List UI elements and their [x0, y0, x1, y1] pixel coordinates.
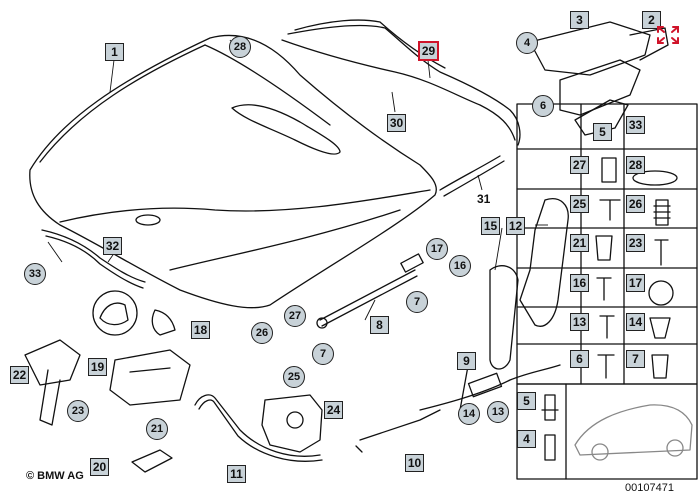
- copyright-text: © BMW AG: [26, 470, 84, 482]
- callout-22[interactable]: 22: [10, 366, 29, 384]
- callout-25[interactable]: 25: [283, 366, 305, 388]
- callout-11[interactable]: 11: [227, 465, 246, 483]
- callout-13[interactable]: 13: [487, 401, 509, 423]
- callout-27[interactable]: 27: [284, 305, 306, 327]
- callout-18[interactable]: 18: [191, 321, 210, 339]
- grid-label-26[interactable]: 26: [626, 195, 645, 213]
- callout-20[interactable]: 20: [90, 458, 109, 476]
- callout-16[interactable]: 16: [449, 255, 471, 277]
- callout-15[interactable]: 15: [481, 217, 500, 235]
- callout-28[interactable]: 28: [229, 36, 251, 58]
- callout-7-upper[interactable]: 7: [406, 291, 428, 313]
- grid-label-23[interactable]: 23: [626, 234, 645, 252]
- callout-33-grid[interactable]: 33: [626, 116, 645, 134]
- callout-14[interactable]: 14: [458, 403, 480, 425]
- callout-33[interactable]: 33: [24, 263, 46, 285]
- grid-label-21[interactable]: 21: [570, 234, 589, 252]
- image-code: 00107471: [625, 482, 674, 494]
- callout-6[interactable]: 6: [532, 95, 554, 117]
- grid-label-28[interactable]: 28: [626, 156, 645, 174]
- grid-label-7[interactable]: 7: [626, 350, 645, 368]
- grid-label-13[interactable]: 13: [570, 313, 589, 331]
- callout-4[interactable]: 4: [516, 32, 538, 54]
- callout-32[interactable]: 32: [103, 237, 122, 255]
- hood-shape: [29, 34, 437, 309]
- callout-29-selected[interactable]: 29: [418, 41, 439, 61]
- grid-label-5[interactable]: 5: [517, 392, 536, 410]
- callout-7-lower[interactable]: 7: [312, 343, 334, 365]
- callout-19[interactable]: 19: [88, 358, 107, 376]
- callout-8[interactable]: 8: [370, 316, 389, 334]
- callout-23[interactable]: 23: [67, 400, 89, 422]
- grid-label-16[interactable]: 16: [570, 274, 589, 292]
- callout-2[interactable]: 2: [642, 11, 661, 29]
- callout-5[interactable]: 5: [593, 123, 612, 141]
- callout-3[interactable]: 3: [570, 11, 589, 29]
- seal-shape: [281, 39, 516, 141]
- callout-30[interactable]: 30: [387, 114, 406, 132]
- grid-label-6[interactable]: 6: [570, 350, 589, 368]
- callout-1[interactable]: 1: [105, 43, 124, 61]
- grid-label-27[interactable]: 27: [570, 156, 589, 174]
- callout-9[interactable]: 9: [457, 352, 476, 370]
- callout-26[interactable]: 26: [251, 322, 273, 344]
- callout-17[interactable]: 17: [426, 238, 448, 260]
- callout-24[interactable]: 24: [324, 401, 343, 419]
- grid-label-14[interactable]: 14: [626, 313, 645, 331]
- grid-label-4[interactable]: 4: [517, 430, 536, 448]
- callout-21[interactable]: 21: [146, 418, 168, 440]
- callout-10[interactable]: 10: [405, 454, 424, 472]
- expand-arrows-icon[interactable]: [655, 24, 681, 46]
- grid-label-17[interactable]: 17: [626, 274, 645, 292]
- callout-31[interactable]: 31: [477, 192, 491, 206]
- grid-label-25[interactable]: 25: [570, 195, 589, 213]
- callout-12[interactable]: 12: [506, 217, 525, 235]
